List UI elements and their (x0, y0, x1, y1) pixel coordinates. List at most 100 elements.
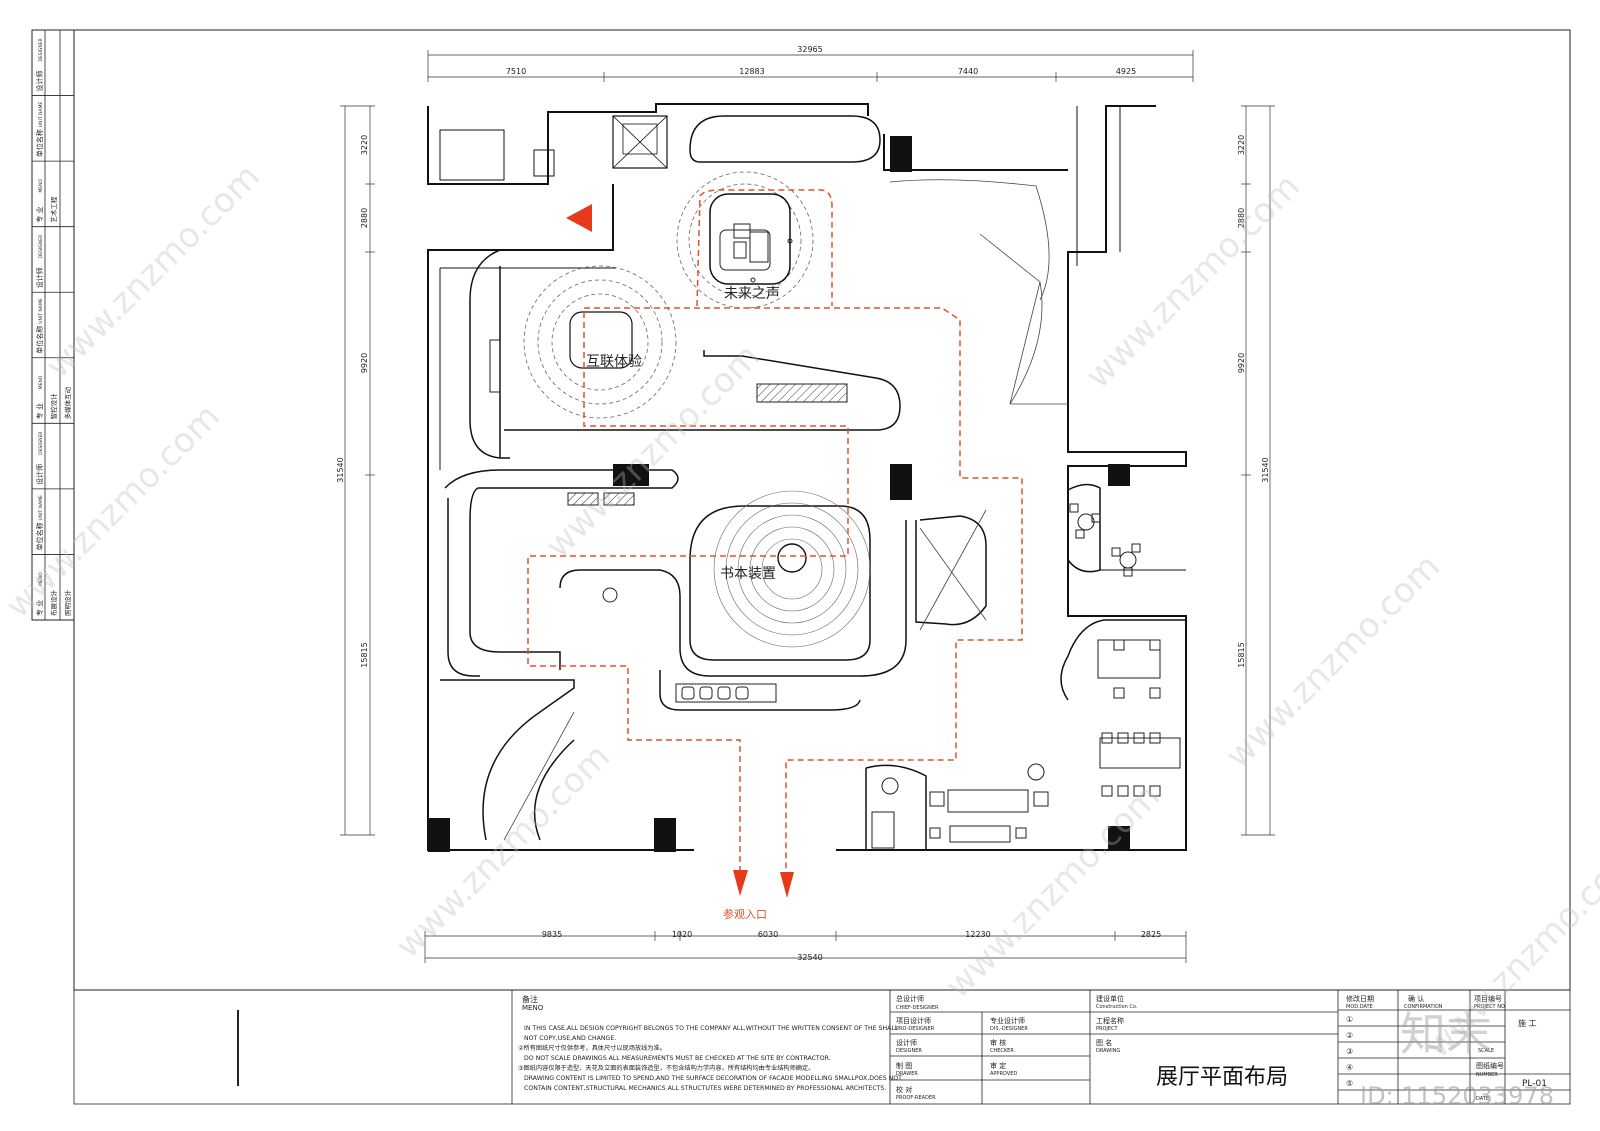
room-label-book-installation: 书本装置 (720, 566, 776, 582)
side-block-text: UNIT NAME (38, 298, 44, 323)
note-3b: DRAWING CONTENT IS LIMITED TO SPEND,AND … (524, 1075, 902, 1082)
notes-label: 备注 (522, 994, 538, 1004)
dim-right-seg-4: 15815 (1237, 642, 1246, 667)
dim-right-seg-2: 2880 (1237, 208, 1246, 228)
walls (427, 103, 1187, 851)
side-block-text: 艺术工程 (49, 196, 58, 223)
watermark-site-6: www.znzmo.com (1078, 166, 1308, 396)
watermark-site-1: www.znzmo.com (38, 156, 268, 386)
revision-5: ⑤ (1346, 1079, 1353, 1088)
watermark-site-3: www.znzmo.com (388, 736, 618, 966)
side-block-text: UNIT NAME (38, 495, 44, 520)
note-1: IN THIS CASE,ALL DESIGN COPYRIGHT BELONG… (524, 1025, 899, 1032)
side-block-text: 设计师 (35, 464, 44, 485)
revision-3: ③ (1346, 1047, 1353, 1056)
side-block-text: 设计师 (35, 267, 44, 288)
side-block-text: UNIT NAME (38, 102, 44, 127)
side-block-text: 照明设计 (63, 590, 72, 617)
date-label: DATE (1476, 1096, 1489, 1102)
confirm-label-en: CONFIRMATION (1404, 1004, 1443, 1010)
side-block-text: 多媒体互动 (63, 386, 72, 419)
door-swings (503, 179, 1068, 841)
id-watermark: ID: 1152033978 (1360, 1082, 1554, 1110)
route-arrows (566, 204, 794, 898)
watermark-site-2: www.znzmo.com (0, 396, 228, 626)
project-designer-label: 项目设计师 (896, 1016, 931, 1025)
mod-date-label-en: MOD.DATE (1346, 1004, 1373, 1010)
furniture-seating (881, 503, 1161, 839)
side-block-text: 单位名称 (35, 522, 44, 550)
drawer-label: 制 图 (896, 1061, 912, 1070)
dim-right-total: 31540 (1261, 457, 1270, 482)
side-block-text: 专 业 (35, 403, 44, 419)
approved-label: 审 定 (990, 1061, 1006, 1070)
side-block-text: MENO (38, 179, 44, 193)
revision-2: ② (1346, 1031, 1353, 1040)
exhibit-fixtures (489, 223, 1181, 849)
room-label-interconnect: 互联体验 (586, 354, 642, 370)
dim-bottom-seg-2: 1020 (672, 930, 692, 939)
number-label: 图纸编号 (1476, 1061, 1504, 1070)
drawing-label: 图 名 (1096, 1038, 1112, 1047)
side-block-text: 布展设计 (49, 590, 58, 617)
construction-label-en: Construction Co. (1096, 1004, 1138, 1010)
proof-label: 校 对 (896, 1085, 912, 1094)
drawing-label-en: DRAWING (1096, 1048, 1120, 1054)
construction-label: 建设单位 (1096, 994, 1124, 1003)
watermark-site-4: www.znzmo.com (538, 336, 768, 566)
dim-top-seg-1: 7510 (506, 67, 526, 76)
note-3: ③图纸内容仅限于造型、天花及立面的表面装饰造型，不包含结构力学内容，所有结构均由… (518, 1064, 814, 1072)
dim-bottom-seg-1: 9835 (542, 930, 562, 939)
note-2: ②所有图纸尺寸仅供参考，具体尺寸以现场放线为准。 (518, 1044, 666, 1052)
dim-top-seg-3: 7440 (958, 67, 978, 76)
drawer-label-en: DRAWER (896, 1071, 918, 1077)
side-block-text: DESIGNER (38, 38, 44, 61)
side-block-text: DESIGNER (38, 235, 44, 258)
note-3c: CONTAIN CONTENT,STRUCTURAL MECHANICS ALL… (524, 1085, 886, 1092)
tour-route (527, 189, 1023, 872)
checker-label-en: CHECKER (990, 1048, 1014, 1054)
revision-4: ④ (1346, 1063, 1353, 1072)
project-no-label-en: PROJECT NO. (1474, 1004, 1507, 1010)
side-block-text: 设计师 (35, 71, 44, 92)
revision-1: ① (1346, 1015, 1353, 1024)
dim-bottom-seg-5: 2825 (1141, 930, 1161, 939)
side-block-text: DESIGNER (38, 432, 44, 455)
side-block-text: 专 业 (35, 206, 44, 222)
dim-top-total: 32965 (797, 45, 822, 54)
checker-label: 审 核 (990, 1038, 1006, 1047)
watermark-site-7: www.znzmo.com (1218, 546, 1448, 776)
dim-left-seg-4: 15815 (360, 642, 369, 667)
designer-label-en: DESIGNER (896, 1048, 922, 1054)
confirm-label: 确 认 (1408, 994, 1424, 1003)
dis-designer-label: 专业设计师 (990, 1016, 1025, 1025)
phase-label: 施 工 (1518, 1018, 1537, 1028)
project-designer-label-en: PRO-DESIGNER (896, 1026, 935, 1032)
watermark-site-5: www.znzmo.com (938, 776, 1168, 1006)
entrance-label: 参观入口 (723, 907, 767, 921)
note-2b: DO NOT SCALE DRAWINGS ALL MEASUREMENTS M… (524, 1055, 831, 1062)
note-1b: NOT COPY,USE,AND CHANGE. (524, 1035, 616, 1042)
bottom-title-block (73, 989, 1571, 1105)
side-block-text: 智控设计 (49, 393, 58, 420)
side-block-text: 单位名称 (35, 129, 44, 157)
number-label-en: NUMBER (1476, 1072, 1498, 1078)
drawing-title: 展厅平面布局 (1156, 1065, 1288, 1090)
sheet-number: PL-01 (1522, 1079, 1547, 1089)
side-block-text: 单位名称 (35, 326, 44, 354)
dim-bottom-total: 32540 (797, 953, 822, 962)
dim-left-seg-3: 9920 (360, 353, 369, 373)
dis-designer-label-en: DIS.-DESIGNER (990, 1026, 1028, 1032)
installation-circles (523, 171, 871, 648)
chief-designer-label-en: CHIEF-DESIGNER (896, 1005, 939, 1011)
dim-bottom-seg-3: 6030 (758, 930, 778, 939)
dim-left-seg-1: 3220 (360, 135, 369, 155)
structural-columns (428, 136, 1130, 852)
watermarks: www.znzmo.com www.znzmo.com www.znzmo.co… (0, 156, 1600, 1110)
project-label-en: PROJECT (1096, 1026, 1119, 1032)
notes-label-en: MENO (522, 1004, 544, 1012)
dimension-lines (340, 50, 1275, 963)
exhibit-curved-walls (440, 115, 1186, 850)
